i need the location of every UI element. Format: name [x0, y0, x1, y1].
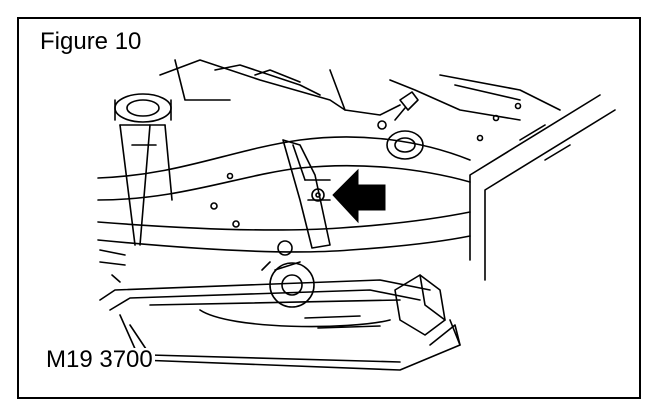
callout-arrow-icon: [332, 168, 386, 224]
figure-title: Figure 10: [36, 30, 146, 54]
figure-frame: [17, 17, 641, 399]
figure-code: M19 3700: [44, 346, 155, 373]
